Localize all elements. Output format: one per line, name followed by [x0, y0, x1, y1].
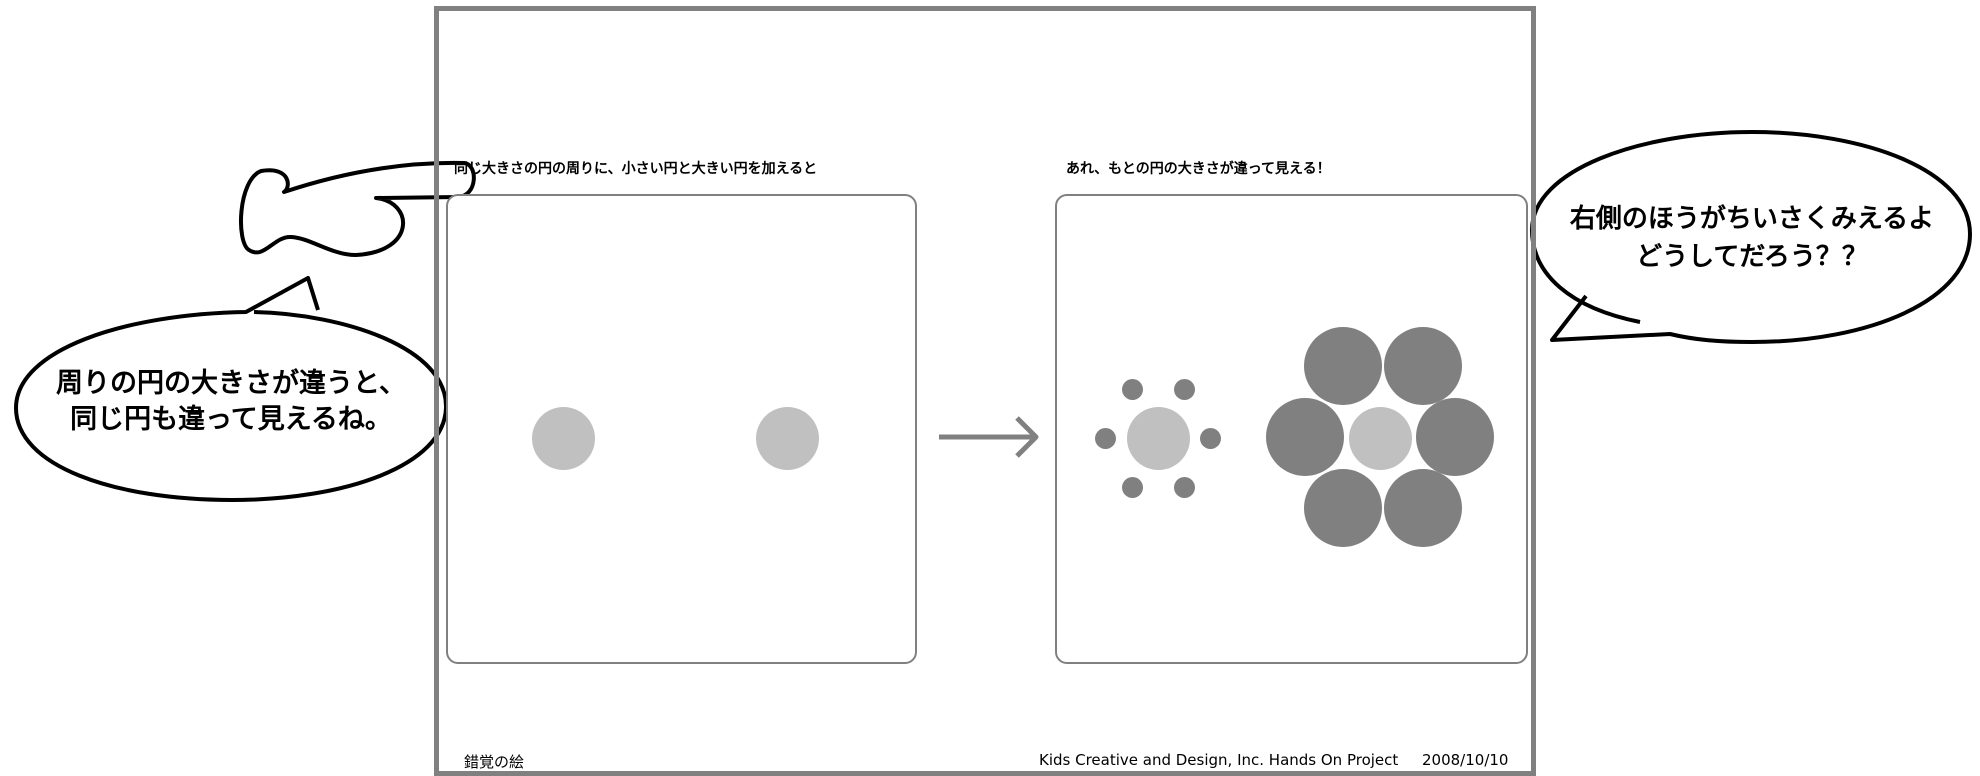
small-surround-circle [1200, 428, 1221, 449]
left-bubble-line1: 周りの円の大きさが違うと、 [56, 368, 406, 399]
small-surround-circle [1122, 379, 1143, 400]
small-surround-circle [1122, 477, 1143, 498]
left-bubble-line2: 同じ円も違って見えるね。 [70, 404, 392, 435]
slide-frame: 同じ大きさの円の周りに、小さい円と大きい円を加えると あれ、もとの円の大きさが違… [434, 6, 1536, 776]
pointing-hand-icon [239, 160, 476, 257]
right-bubble-text: 右側のほうがちいさくみえるよ どうしてだろう？？ [1530, 200, 1974, 276]
left-speech-bubble [14, 276, 449, 502]
right-center-circle-b [1349, 407, 1412, 470]
right-bubble-line1: 右側のほうがちいさくみえるよ [1569, 204, 1935, 234]
large-surround-circle [1384, 469, 1462, 547]
large-surround-circle [1266, 398, 1344, 476]
left-bubble-text: 周りの円の大きさが違うと、 同じ円も違って見えるね。 [16, 366, 446, 438]
left-center-circle-a [532, 407, 595, 470]
small-surround-circle [1174, 477, 1195, 498]
footer-date: 2008/10/10 [1422, 751, 1509, 769]
right-center-circle-a [1127, 407, 1190, 470]
large-surround-circle [1304, 327, 1382, 405]
left-panel [446, 194, 917, 664]
right-panel [1055, 194, 1528, 664]
large-surround-circle [1304, 469, 1382, 547]
footer-title: 錯覚の絵 [464, 753, 525, 771]
right-bubble-line2: どうしてだろう？？ [1636, 242, 1868, 272]
large-surround-circle [1416, 398, 1494, 476]
right-caption: あれ、もとの円の大きさが違って見える！ [1066, 161, 1331, 177]
right-arrow-icon [939, 416, 1039, 458]
large-surround-circle [1384, 327, 1462, 405]
footer-credit: Kids Creative and Design, Inc. Hands On … [1039, 751, 1399, 769]
small-surround-circle [1174, 379, 1195, 400]
small-surround-circle [1095, 428, 1116, 449]
left-caption: 同じ大きさの円の周りに、小さい円と大きい円を加えると [454, 161, 818, 177]
left-center-circle-b [756, 407, 819, 470]
